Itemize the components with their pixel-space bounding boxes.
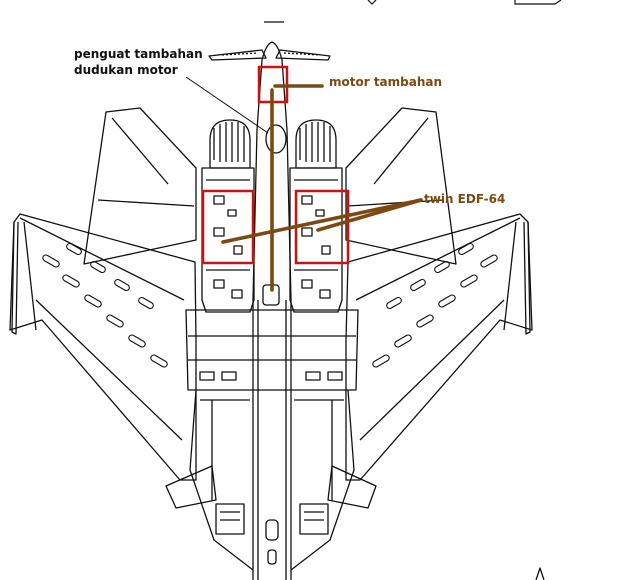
left-nozzle	[209, 119, 251, 169]
lower-intakes	[165, 465, 377, 535]
label-reinforcement-line1: penguat tambahan	[74, 47, 203, 61]
reinforcement-leader	[185, 76, 269, 134]
reinforcement-ellipse	[265, 124, 287, 154]
top-edge-marks	[264, 0, 562, 23]
left-wing	[9, 213, 197, 481]
edf-pointer-right	[316, 198, 423, 232]
right-nozzle	[295, 119, 337, 169]
label-twin-edf: twin EDF-64	[424, 192, 505, 206]
left-nacelle	[201, 167, 255, 313]
right-wing	[345, 213, 533, 481]
canard	[208, 49, 331, 61]
label-reinforcement-line2: dudukan motor	[74, 63, 178, 77]
edf-pointer-left	[221, 198, 423, 244]
right-stabilizer	[345, 107, 457, 265]
brown-pointers	[221, 84, 423, 292]
label-extra-motor: motor tambahan	[329, 75, 442, 89]
center-body	[185, 309, 359, 571]
wing-slots	[42, 242, 498, 368]
lower-right-nose-tip	[535, 567, 545, 580]
left-edf-box	[201, 189, 255, 265]
aircraft-planform	[9, 41, 545, 580]
right-nacelle	[289, 167, 343, 313]
left-stabilizer	[83, 107, 197, 265]
